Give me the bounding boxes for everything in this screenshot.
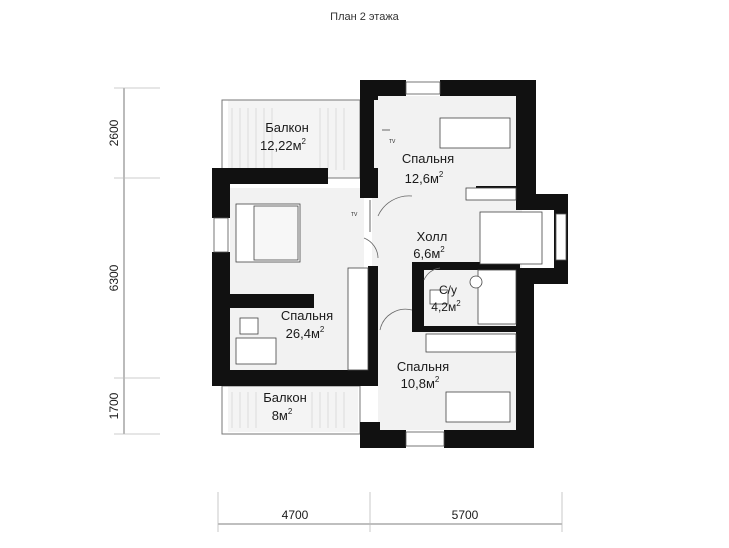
window (213, 217, 229, 253)
doors (363, 195, 441, 331)
chair (239, 317, 259, 335)
wardrobe-w (347, 267, 369, 371)
bed-blanket (253, 205, 299, 261)
single-bed-se (445, 391, 511, 423)
area-unit-sup: 2 (320, 325, 325, 334)
tv-label: TV (389, 139, 396, 145)
wardrobe-ne (465, 187, 517, 201)
vertical-dimension-line (114, 87, 160, 435)
room-area-value: 4,2м (431, 300, 456, 314)
room-area: 6,6м2 (413, 245, 445, 261)
window (405, 431, 445, 447)
vertical-dimensions: 2600 6300 1700 (107, 119, 121, 419)
room-area: 26,4м2 (286, 325, 325, 341)
wall-segment (412, 262, 424, 332)
room-name: Балкон (265, 120, 309, 135)
desk (235, 337, 277, 365)
room-name: Спальня (397, 359, 449, 374)
room-area-value: 26,4м (286, 326, 320, 341)
wall-segment (360, 168, 378, 198)
door-swing (363, 237, 379, 259)
room-name: Балкон (263, 390, 307, 405)
wall-segment (360, 80, 406, 96)
area-unit-sup: 2 (439, 170, 444, 179)
page-title: План 2 этажа (330, 11, 399, 23)
dimension-label: 2600 (107, 119, 121, 146)
room-labels: Балкон 12,22м2 Спальня 12,6м2 Холл 6,6м2… (260, 120, 461, 423)
wall-segment (212, 370, 378, 386)
staircase (479, 211, 543, 265)
dimension-label: 5700 (452, 508, 479, 522)
room-area: 10,8м2 (401, 375, 440, 391)
dimension-label: 1700 (107, 392, 121, 419)
door-swing (379, 308, 413, 331)
balcony-decking (231, 108, 345, 428)
wall-segment (230, 294, 314, 308)
area-unit-sup: 2 (440, 245, 445, 254)
toilet (469, 275, 483, 289)
single-bed-ne (439, 117, 511, 149)
room-name: С/у (439, 283, 457, 297)
bathtub (477, 269, 517, 325)
door-swing (377, 195, 413, 217)
room-area-value: 12,6м (405, 171, 439, 186)
area-unit-sup: 2 (435, 375, 440, 384)
windows (213, 81, 567, 447)
area-unit-sup: 2 (302, 137, 307, 146)
sink (429, 289, 449, 305)
furniture (235, 117, 543, 423)
room-name: Холл (417, 229, 448, 244)
wall-segment (212, 168, 230, 218)
room-area: 4,2м2 (431, 299, 461, 314)
room-area-value: 10,8м (401, 376, 435, 391)
wall-segment (360, 430, 406, 448)
wall-segment (212, 168, 328, 184)
wall-segment (368, 266, 378, 370)
door-swing (423, 267, 441, 281)
window (555, 213, 567, 261)
window (405, 81, 441, 95)
wardrobe-se (425, 333, 517, 353)
wall-segment (412, 262, 520, 270)
area-unit-sup: 2 (288, 407, 293, 416)
wall-segment (444, 430, 534, 448)
wall-segment (516, 268, 534, 448)
balcony-top-floor (228, 100, 360, 178)
tv-label: TV (351, 212, 358, 218)
room-area: 8м2 (272, 407, 293, 423)
horizontal-dimension-line (217, 492, 563, 532)
room-area-value: 12,22м (260, 138, 302, 153)
dimension-label: 6300 (107, 264, 121, 291)
wall-segment (440, 80, 536, 96)
wall-segment (212, 252, 230, 384)
dimension-label: 4700 (282, 508, 309, 522)
horizontal-dimensions: 4700 5700 (282, 508, 479, 522)
area-unit-sup: 2 (456, 299, 461, 308)
wall-segment (360, 96, 374, 176)
room-area: 12,22м2 (260, 137, 306, 153)
wall-segment (412, 326, 520, 332)
room-area: 12,6м2 (405, 170, 444, 186)
room-name: Спальня (281, 308, 333, 323)
wall-segment (516, 80, 536, 194)
walls (212, 80, 568, 448)
room-area-value: 6,6м (413, 246, 440, 261)
room-name: Спальня (402, 151, 454, 166)
room-area-value: 8м (272, 408, 288, 423)
